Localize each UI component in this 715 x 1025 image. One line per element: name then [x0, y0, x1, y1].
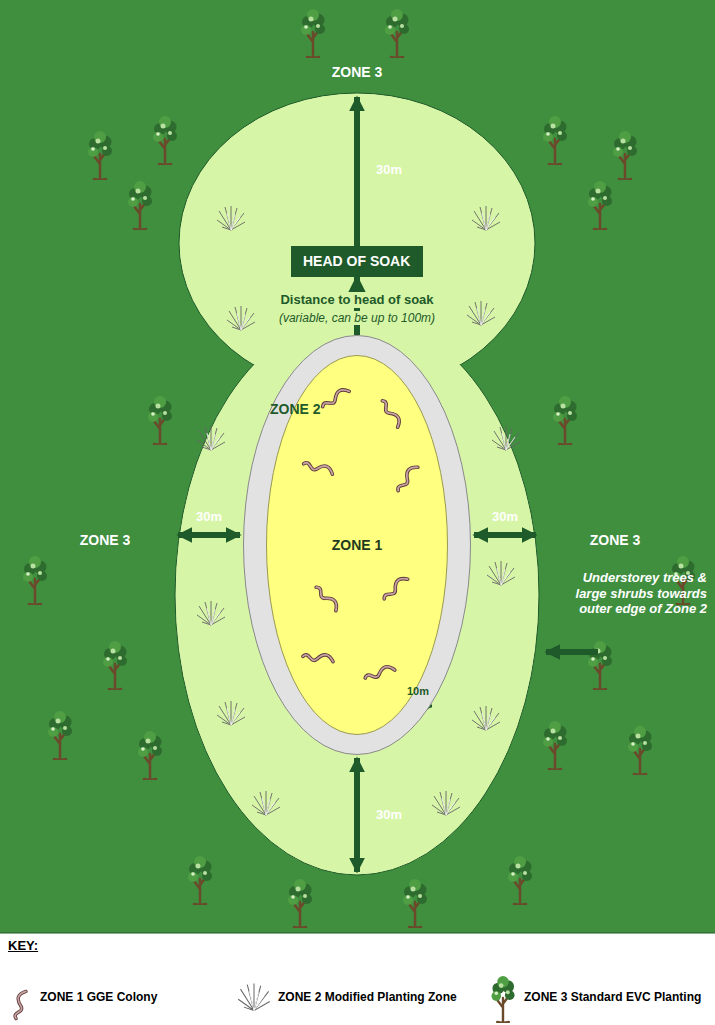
note: Distance to head of soak: [277, 292, 436, 308]
dimension-label: 30m: [196, 509, 222, 525]
note: (variable, can be up to 100m): [276, 311, 438, 325]
dimension-arrows: [178, 97, 598, 872]
zone-label: ZONE 3: [590, 532, 641, 549]
zone-label: ZONE 3: [332, 64, 383, 81]
tree-icons: [23, 9, 695, 928]
zone-label: ZONE 2: [270, 401, 321, 418]
grass-icons: [197, 206, 520, 815]
dimension-label: 30m: [492, 509, 518, 525]
key-icons: [11, 976, 514, 1023]
legend-text: ZONE 1 GGE Colony: [40, 990, 210, 1004]
zone-2-ring: ZONE 2 ZONE 1: [243, 335, 471, 755]
planting-note: Understorey trees & large shrubs towards…: [557, 570, 707, 617]
dimension-label: 10m: [407, 685, 429, 698]
dimension-label: 30m: [376, 807, 402, 823]
legend-text: ZONE 3 Standard EVC Planting: [524, 990, 709, 1004]
zone-label: ZONE 1: [332, 537, 383, 554]
legend-text: ZONE 2 Modified Planting Zone: [278, 990, 468, 1004]
zone-label: HEAD OF SOAK: [303, 253, 410, 270]
key-panel: [0, 933, 715, 1025]
dimension-label: 30m: [376, 162, 402, 178]
head-of-soak-box: HEAD OF SOAK: [291, 246, 423, 277]
zone-label: ZONE 3: [80, 532, 131, 549]
key-heading: KEY:: [8, 938, 38, 954]
